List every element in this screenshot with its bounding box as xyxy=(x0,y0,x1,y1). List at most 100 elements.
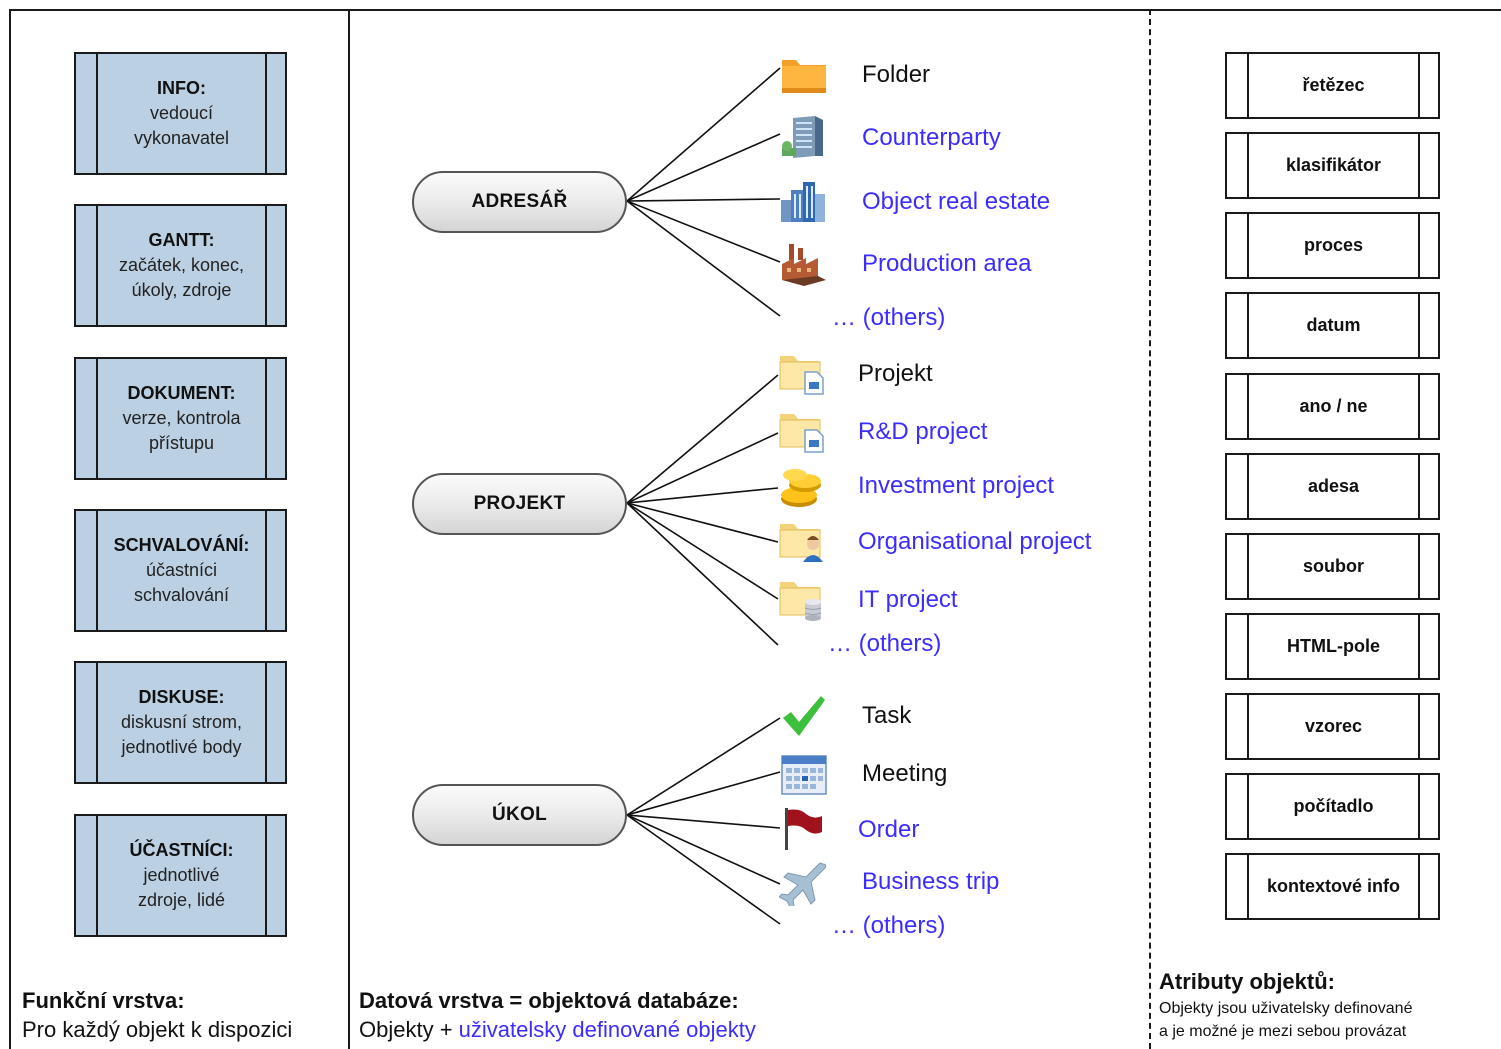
attribute-box: klasifikátor xyxy=(1225,132,1440,199)
connector-line xyxy=(626,67,781,202)
attributes-title: Atributy objektů: xyxy=(1159,969,1335,994)
attribute-box: adesa xyxy=(1225,453,1440,520)
function-box-line: jednotlivé body xyxy=(121,737,242,757)
function-box-title: DOKUMENT: xyxy=(127,383,236,403)
function-box-title: DISKUSE: xyxy=(138,687,225,707)
person-folder-icon xyxy=(779,524,823,562)
connector-line xyxy=(626,200,781,317)
attributes-text-line1: Objekty jsou uživatelsky definované xyxy=(1159,1000,1413,1017)
connector-line xyxy=(626,432,779,504)
function-box-gantt: GANTT: začátek, konec, úkoly, zdroje xyxy=(74,204,287,327)
function-box-dokument: DOKUMENT: verze, kontrola přístupu xyxy=(74,357,287,480)
pill-ukol: ÚKOL xyxy=(412,784,627,846)
item-label: Business trip xyxy=(862,868,1000,895)
connector-line xyxy=(626,502,779,543)
connector-line xyxy=(626,133,781,202)
attribute-label: ano / ne xyxy=(1299,396,1368,416)
item-label: Order xyxy=(858,816,920,843)
item-label: Investment project xyxy=(858,472,1055,499)
divider-right-dashed xyxy=(1149,9,1151,1049)
function-box-ucastnici: ÚČASTNÍCI: jednotlivé zdroje, lidé xyxy=(74,814,287,937)
attribute-label: řetězec xyxy=(1302,75,1365,95)
divider-left xyxy=(348,9,350,1049)
flag-icon xyxy=(785,808,822,850)
function-box-diskuse: DISKUSE: diskusní strom, jednotlivé body xyxy=(74,661,287,784)
attribute-box: soubor xyxy=(1225,533,1440,600)
item-label: IT project xyxy=(858,586,958,613)
function-box-line: přístupu xyxy=(148,433,215,453)
connector-line xyxy=(626,814,781,925)
connector-line xyxy=(626,374,779,504)
checkmark-icon xyxy=(783,696,825,736)
connector-line xyxy=(626,771,781,816)
attribute-label: datum xyxy=(1306,315,1361,335)
data-layer-text: Objekty + uživatelsky definované objekty xyxy=(359,1017,756,1043)
item-label: Meeting xyxy=(862,760,948,787)
airplane-icon xyxy=(779,862,827,906)
connector-line xyxy=(626,198,781,202)
function-box-line: diskusní strom, xyxy=(120,712,243,732)
function-box-title: INFO: xyxy=(157,78,206,98)
data-layer-text-link: uživatelsky definované objekty xyxy=(458,1017,756,1042)
attribute-box: počítadlo xyxy=(1225,773,1440,840)
factory-icon xyxy=(782,244,826,286)
attribute-box: řetězec xyxy=(1225,52,1440,119)
item-label: Folder xyxy=(862,61,931,88)
attribute-label: klasifikátor xyxy=(1285,155,1382,175)
building-icon xyxy=(782,116,823,158)
attribute-label: vzorec xyxy=(1304,716,1363,736)
attribute-box: ano / ne xyxy=(1225,373,1440,440)
function-box-line: verze, kontrola xyxy=(122,408,241,428)
connector-line xyxy=(626,502,779,646)
data-layer-text-prefix: Objekty + xyxy=(359,1017,459,1042)
function-box-title: SCHVALOVÁNÍ: xyxy=(113,535,250,555)
connector-line xyxy=(626,814,781,829)
item-label: … (others) xyxy=(832,304,946,331)
pill-projekt: PROJEKT xyxy=(412,473,627,535)
connector-line xyxy=(626,502,779,600)
item-label: R&D project xyxy=(858,418,988,445)
item-label: Projekt xyxy=(858,360,933,387)
item-label: … (others) xyxy=(828,630,942,657)
project-folder-icon xyxy=(779,356,824,395)
diagram-frame xyxy=(9,9,1501,1049)
function-layer-title: Funkční vrstva: xyxy=(22,988,185,1013)
connector-line xyxy=(626,814,781,885)
function-box-title: GANTT: xyxy=(148,230,215,250)
attribute-box: vzorec xyxy=(1225,693,1440,760)
attribute-label: HTML-pole xyxy=(1287,636,1380,656)
data-layer-title: Datová vrstva = objektová databáze: xyxy=(359,988,739,1013)
connector-line xyxy=(626,200,781,263)
function-layer-text: Pro každý objekt k dispozici xyxy=(22,1017,293,1042)
function-box-line: účastníci xyxy=(145,560,218,580)
calendar-icon xyxy=(781,755,827,795)
folder-icon xyxy=(782,60,826,93)
database-folder-icon xyxy=(779,582,822,621)
connector-line xyxy=(626,487,779,504)
function-box-line: vykonavatel xyxy=(133,128,230,148)
function-box-line: jednotlivé xyxy=(143,865,220,885)
coins-icon xyxy=(781,469,821,507)
function-box-line: zdroje, lidé xyxy=(137,890,226,910)
function-box-line: úkoly, zdroje xyxy=(131,280,232,300)
function-box-title: ÚČASTNÍCI: xyxy=(129,840,234,860)
skyscrapers-icon xyxy=(781,182,825,222)
function-box-line: schvalování xyxy=(133,585,230,605)
project-folder-icon xyxy=(779,414,824,453)
connector-line xyxy=(626,717,781,816)
function-box-schvalovani: SCHVALOVÁNÍ: účastníci schvalování xyxy=(74,509,287,632)
attribute-box: HTML-pole xyxy=(1225,613,1440,680)
item-label: … (others) xyxy=(832,912,946,939)
attribute-label: kontextové info xyxy=(1267,876,1401,896)
item-label: Object real estate xyxy=(862,188,1051,215)
attribute-box: kontextové info xyxy=(1225,853,1440,920)
attribute-box: datum xyxy=(1225,292,1440,359)
attribute-box: proces xyxy=(1225,212,1440,279)
function-box-line: vedoucí xyxy=(149,103,214,123)
attributes-text-line2: a je možné je mezi sebou provázat xyxy=(1159,1023,1407,1040)
item-label: Counterparty xyxy=(862,124,1001,151)
attribute-label: soubor xyxy=(1303,556,1364,576)
function-box-line: začátek, konec, xyxy=(118,255,245,275)
item-label: Organisational project xyxy=(858,528,1092,555)
